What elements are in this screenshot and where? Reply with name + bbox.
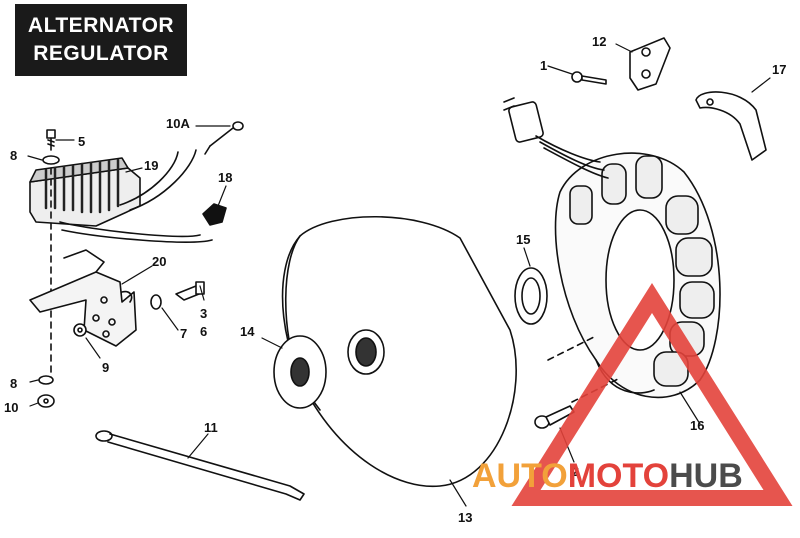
callout-10: 10 [4, 400, 18, 415]
screw-1 [571, 71, 607, 85]
callout-5: 5 [78, 134, 85, 149]
watermark-part-3: HUB [669, 457, 743, 495]
callout-19: 19 [144, 158, 158, 173]
title-box: ALTERNATOR REGULATOR [15, 4, 187, 76]
callout-8-top: 8 [10, 148, 17, 163]
spacer-14 [273, 335, 327, 409]
lock-washer-7 [150, 294, 162, 310]
callout-7: 7 [180, 326, 187, 341]
washer-8-top [42, 155, 60, 165]
regulator-assembly [29, 149, 213, 243]
callout-14: 14 [240, 324, 255, 339]
callout-20: 20 [152, 254, 166, 269]
callout-16: 16 [690, 418, 704, 433]
clamp-12 [629, 37, 671, 91]
callout-18: 18 [218, 170, 232, 185]
callout-1: 1 [540, 58, 547, 73]
watermark-text: AUTOMOTOHUB [472, 457, 743, 495]
nut-10 [37, 394, 55, 408]
bolt-3 [175, 281, 205, 301]
terminal-10a [204, 121, 244, 155]
bolt-5 [46, 129, 56, 151]
stator-plug [503, 97, 609, 179]
callout-2: 2 [572, 464, 579, 479]
clip-17 [695, 91, 767, 161]
watermark-part-2: MOTO [568, 457, 669, 495]
callout-11: 11 [204, 420, 218, 435]
title-line-1: ALTERNATOR [27, 14, 175, 37]
strap-11 [95, 430, 305, 501]
connector-18 [202, 203, 227, 226]
callout-9: 9 [102, 360, 109, 375]
watermark-part-1: AUTO [472, 457, 568, 495]
callout-15: 15 [516, 232, 530, 247]
callout-3: 3 [200, 306, 207, 321]
callout-17: 17 [772, 62, 786, 77]
callout-6: 6 [200, 324, 207, 339]
callout-13: 13 [458, 510, 472, 525]
nut-9 [73, 323, 87, 337]
callout-12: 12 [592, 34, 606, 49]
watermark-triangle [511, 282, 793, 506]
rotor-13 [281, 215, 517, 488]
washer-8-bottom [38, 375, 54, 385]
callout-8-bottom: 8 [10, 376, 17, 391]
title-line-2: REGULATOR [33, 42, 169, 65]
bracket-20 [29, 249, 137, 347]
callout-10a: 10A [166, 116, 190, 131]
alignment-dash-right [547, 335, 597, 361]
